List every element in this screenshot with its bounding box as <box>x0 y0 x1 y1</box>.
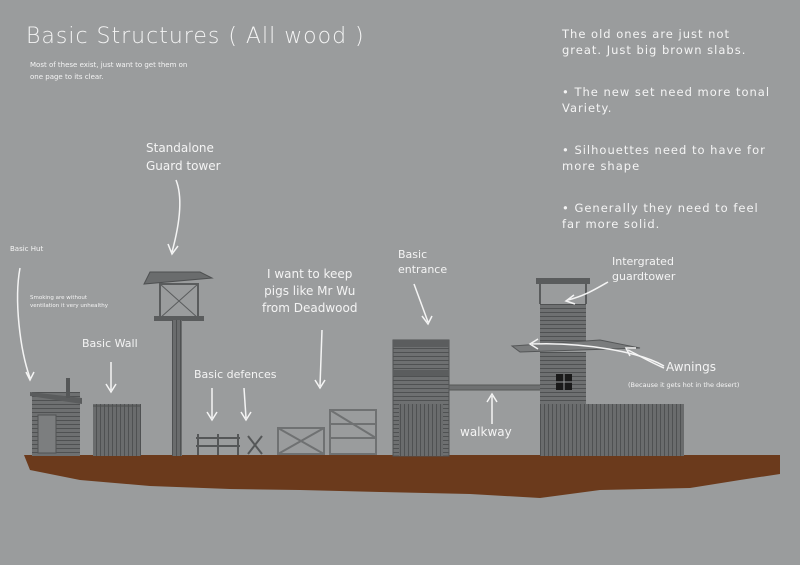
annotation-arrows <box>16 179 665 424</box>
pig-pens <box>277 409 377 455</box>
notes-block: The old ones are just not great. Just bi… <box>562 10 792 258</box>
label-pigs-note: I want to keep pigs like Mr Wu from Dead… <box>262 267 358 315</box>
label-smoking-note: Smoking are without ventilation it very … <box>30 295 108 309</box>
label-awnings-note: (Because it gets hot in the desert) <box>628 381 740 389</box>
notes-heading: The old ones are just not great. Just bi… <box>562 27 747 57</box>
label-guard-tower: Standalone Guard tower <box>146 141 221 173</box>
basic-defences <box>196 434 263 455</box>
basic-hut <box>30 378 82 456</box>
walkway <box>448 384 542 391</box>
ground-strip <box>24 455 780 498</box>
page-subtitle: Most of these exist, just want to get th… <box>30 61 188 81</box>
note-item-tonal: • The new set need more tonal Variety. <box>562 85 771 115</box>
basic-entrance <box>392 339 450 457</box>
basic-wall <box>93 404 141 456</box>
label-basic-entrance: Basic entrance <box>398 248 448 276</box>
label-walkway: walkway <box>460 425 512 439</box>
note-item-silhouettes: • Silhouettes need to have for more shap… <box>562 143 766 173</box>
label-basic-hut: Basic Hut <box>10 245 44 253</box>
label-basic-defences: Basic defences <box>194 368 277 381</box>
label-awnings: Awnings <box>666 360 716 374</box>
integrated-guard-tower <box>510 278 684 456</box>
note-item-solid: • Generally they need to feel far more s… <box>562 201 759 231</box>
label-integrated-tower: Intergrated guardtower <box>612 255 676 283</box>
standalone-guard-tower <box>143 271 214 456</box>
page-title: Basic Structures ( All wood ) <box>26 24 365 49</box>
label-basic-wall: Basic Wall <box>82 337 138 350</box>
